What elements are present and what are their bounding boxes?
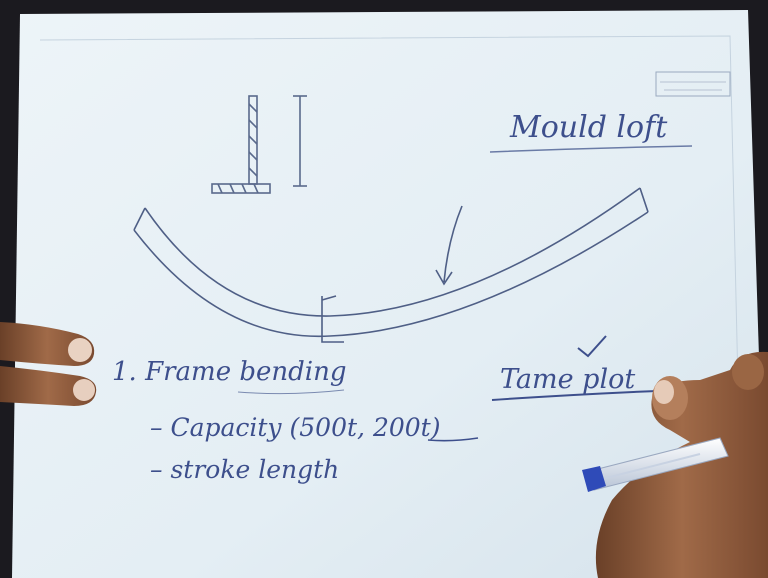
check-mark [577,335,607,358]
capacity-prefix: – Capacity ( [150,413,301,442]
note-capacity: – Capacity (500t, 200t) [150,413,440,442]
bent-frame-sketch [133,187,649,343]
left-hand [0,322,97,406]
note-heading-underline [237,389,345,395]
marker-pen [582,437,729,492]
title-mould-loft: Mould loft [509,110,668,145]
capacity-suffix: ) [430,413,441,442]
paper-sheet [12,10,766,578]
note-frame-bending: 1. Frame bending [112,357,346,387]
capacity-value-1: 500t [299,413,358,442]
capacity-value-2: 200t [372,413,432,442]
title-underline [489,145,693,153]
capacity-separator: , [357,413,373,442]
capacity-underline [427,437,479,442]
note-tame-plot: Tame plot [500,364,635,395]
t-section-sketch [211,95,307,194]
note-stroke-length: – stroke length [150,455,339,484]
title-block [655,71,731,97]
